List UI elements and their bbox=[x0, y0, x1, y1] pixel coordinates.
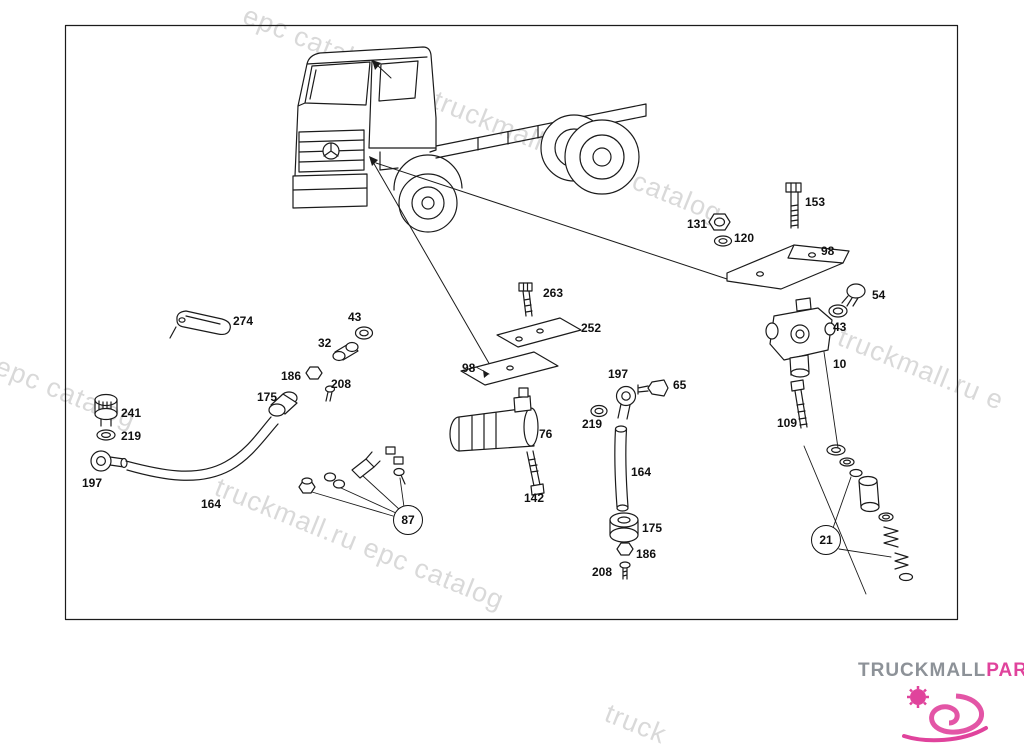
part-washer-219-left bbox=[96, 429, 116, 441]
part-washer-120 bbox=[713, 235, 733, 247]
part-bolt-142 bbox=[526, 450, 545, 496]
part-label-98[interactable]: 98 bbox=[821, 244, 835, 258]
part-label-98[interactable]: 98 bbox=[462, 361, 476, 375]
part-clamp-274 bbox=[169, 310, 231, 339]
brand-logo: TRUCKMALLPARTS bbox=[858, 660, 1024, 744]
brand-name-primary: TRUCKMALL bbox=[858, 660, 987, 681]
part-label-186[interactable]: 186 bbox=[636, 547, 657, 561]
brand-text: TRUCKMALLPARTS bbox=[858, 660, 1024, 682]
part-label-241[interactable]: 241 bbox=[121, 406, 142, 420]
gear-swirl-icon bbox=[902, 686, 988, 743]
part-group-87-items bbox=[298, 446, 406, 517]
part-bolt-263 bbox=[518, 282, 533, 317]
diagram-border bbox=[64, 24, 959, 621]
part-label-164[interactable]: 164 bbox=[201, 497, 222, 511]
part-label-175[interactable]: 175 bbox=[257, 390, 278, 404]
part-label-109[interactable]: 109 bbox=[777, 416, 798, 430]
part-label-54[interactable]: 54 bbox=[872, 288, 886, 302]
part-bolt-109 bbox=[790, 379, 808, 429]
part-label-131[interactable]: 131 bbox=[687, 217, 708, 231]
part-bolt-153 bbox=[785, 182, 802, 229]
part-plug-65 bbox=[637, 379, 669, 397]
part-plug-54 bbox=[841, 283, 866, 307]
part-label-219[interactable]: 219 bbox=[121, 429, 142, 443]
part-label-208[interactable]: 208 bbox=[592, 565, 613, 579]
part-plate-252 bbox=[496, 317, 582, 348]
part-hose-164-center bbox=[614, 425, 629, 512]
part-screw-208-center bbox=[619, 561, 631, 580]
part-label-120[interactable]: 120 bbox=[734, 231, 755, 245]
parts-kit-21 bbox=[803, 444, 914, 595]
part-label-263[interactable]: 263 bbox=[543, 286, 564, 300]
part-label-76[interactable]: 76 bbox=[539, 427, 553, 441]
part-label-186[interactable]: 186 bbox=[281, 369, 302, 383]
part-label-274[interactable]: 274 bbox=[233, 314, 254, 328]
arrow-icon bbox=[369, 156, 378, 166]
part-fitting-175-left bbox=[268, 391, 298, 417]
truck-line-art bbox=[292, 46, 647, 233]
part-label-197[interactable]: 197 bbox=[608, 367, 629, 381]
part-cap-241 bbox=[94, 393, 118, 427]
part-label-208[interactable]: 208 bbox=[331, 377, 352, 391]
part-nut-131 bbox=[708, 213, 731, 231]
part-hose-164-left bbox=[125, 416, 279, 481]
part-label-142[interactable]: 142 bbox=[524, 491, 545, 505]
part-bracket-98 bbox=[726, 244, 850, 290]
parts-left bbox=[90, 310, 406, 517]
part-label-219[interactable]: 219 bbox=[582, 417, 603, 431]
part-valve-76 bbox=[449, 387, 539, 452]
parts-center bbox=[449, 282, 669, 580]
part-screw-208-left bbox=[324, 385, 336, 402]
part-group-label-21[interactable]: 21 bbox=[811, 525, 841, 555]
part-valve-10 bbox=[765, 297, 836, 378]
part-label-252[interactable]: 252 bbox=[581, 321, 602, 335]
part-nut-186-center bbox=[616, 542, 634, 556]
part-fitting-175-center bbox=[609, 512, 639, 543]
part-label-164[interactable]: 164 bbox=[631, 465, 652, 479]
part-group-label-87[interactable]: 87 bbox=[393, 505, 423, 535]
part-label-153[interactable]: 153 bbox=[805, 195, 826, 209]
arrow-icon bbox=[372, 60, 381, 70]
part-fitting-32 bbox=[332, 341, 359, 362]
part-label-32[interactable]: 32 bbox=[318, 336, 332, 350]
part-label-43[interactable]: 43 bbox=[833, 320, 847, 334]
part-label-175[interactable]: 175 bbox=[642, 521, 663, 535]
part-label-197[interactable]: 197 bbox=[82, 476, 103, 490]
parts-top-right bbox=[708, 182, 866, 449]
part-nut-186-left bbox=[305, 366, 323, 380]
brand-name-accent: PARTS bbox=[986, 660, 1024, 681]
part-label-10[interactable]: 10 bbox=[833, 357, 847, 371]
part-ring-43-right bbox=[828, 304, 848, 318]
part-label-43[interactable]: 43 bbox=[348, 310, 362, 324]
part-ball-fitting-197-center bbox=[615, 385, 637, 420]
leader-lines bbox=[369, 60, 731, 373]
part-label-65[interactable]: 65 bbox=[673, 378, 687, 392]
part-washer-219-center bbox=[590, 404, 608, 418]
part-plate-98-center bbox=[460, 351, 559, 386]
part-ring-43-left bbox=[354, 326, 374, 340]
